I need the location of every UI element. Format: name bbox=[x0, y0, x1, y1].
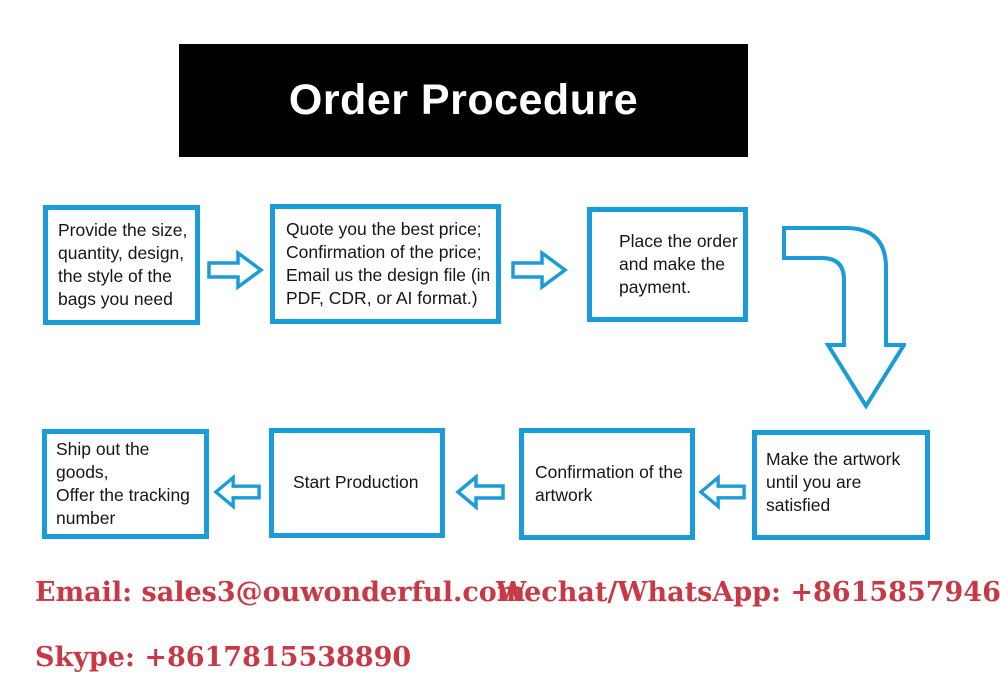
contact-wechat-whatsapp: Wechat/WhatsApp: +8615857946129 bbox=[496, 577, 1000, 608]
step-text: Quote you the best price; Confirmation o… bbox=[286, 218, 491, 309]
step-text: Place the order and make the payment. bbox=[619, 230, 738, 298]
flow-arrow-right-icon bbox=[207, 250, 264, 290]
flow-arrow-left-icon bbox=[698, 474, 746, 510]
step-box-make-artwork: Make the artwork until you are satisfied bbox=[752, 430, 930, 540]
contact-skype: Skype: +8617815538890 bbox=[35, 642, 412, 673]
step-box-provide-details: Provide the size, quantity, design, the … bbox=[43, 205, 200, 325]
flow-arrow-bend-down-icon bbox=[782, 226, 906, 410]
step-box-ship-goods: Ship out the goods, Offer the tracking n… bbox=[42, 429, 209, 539]
step-box-start-production: Start Production bbox=[269, 428, 445, 538]
step-box-place-order: Place the order and make the payment. bbox=[587, 207, 748, 322]
step-text: Ship out the goods, Offer the tracking n… bbox=[56, 438, 190, 529]
flow-arrow-left-icon bbox=[455, 474, 505, 510]
step-box-confirm-artwork: Confirmation of the artwork bbox=[519, 428, 695, 540]
step-box-quote-price: Quote you the best price; Confirmation o… bbox=[270, 204, 501, 324]
step-text: Confirmation of the artwork bbox=[535, 461, 683, 505]
title-banner: Order Procedure bbox=[179, 44, 748, 157]
step-text: Provide the size, quantity, design, the … bbox=[58, 219, 188, 310]
step-text: Start Production bbox=[293, 472, 419, 493]
contact-email: Email: sales3@ouwonderful.com bbox=[35, 577, 526, 608]
page-title: Order Procedure bbox=[288, 76, 639, 124]
step-text: Make the artwork until you are satisfied bbox=[766, 448, 901, 515]
flow-arrow-left-icon bbox=[213, 474, 261, 510]
flow-arrow-right-icon bbox=[511, 250, 568, 290]
